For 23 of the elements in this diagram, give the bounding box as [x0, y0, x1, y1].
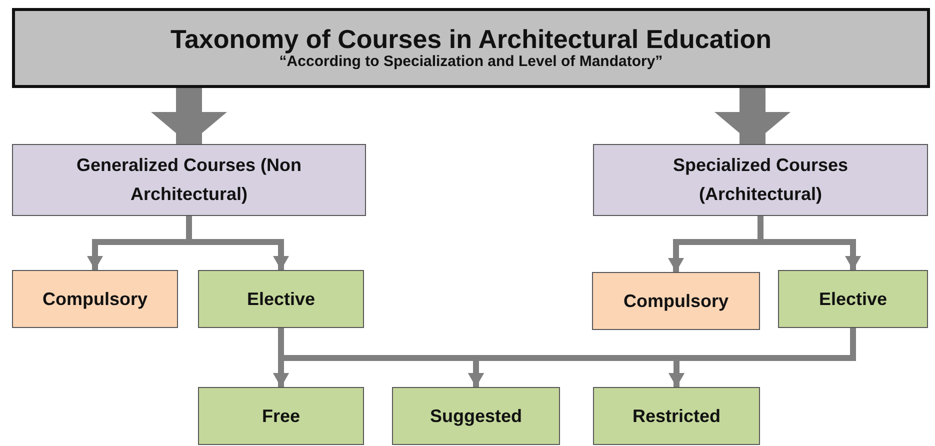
elective-type-box [392, 387, 560, 445]
category-box [593, 144, 928, 216]
block-arrow [151, 88, 227, 144]
category-box [12, 144, 366, 216]
node-label: Suggested [428, 404, 523, 428]
node-label: Elective [818, 288, 888, 311]
elective-type-box [593, 387, 760, 445]
node-label: Compulsory [41, 288, 148, 311]
node-label: Specialized Courses (Architectural) [672, 154, 850, 206]
title-banner [12, 8, 930, 88]
node-label: Compulsory [622, 290, 730, 313]
course-type-box [12, 270, 178, 328]
course-type-box [198, 270, 364, 328]
node-label: Generalized Courses (Non Architectural) [75, 154, 303, 206]
course-type-box [778, 270, 928, 328]
node-label: Free [260, 404, 302, 428]
banner-heading: Taxonomy of Courses in Architectural Education [170, 25, 772, 54]
node-label: Restricted [631, 404, 722, 428]
banner-subheading: “According to Specialization and Level of Mandatory” [279, 54, 663, 71]
block-arrow [714, 88, 790, 144]
node-label: Elective [246, 288, 316, 311]
elective-type-box [198, 387, 364, 445]
course-type-box [592, 272, 760, 330]
